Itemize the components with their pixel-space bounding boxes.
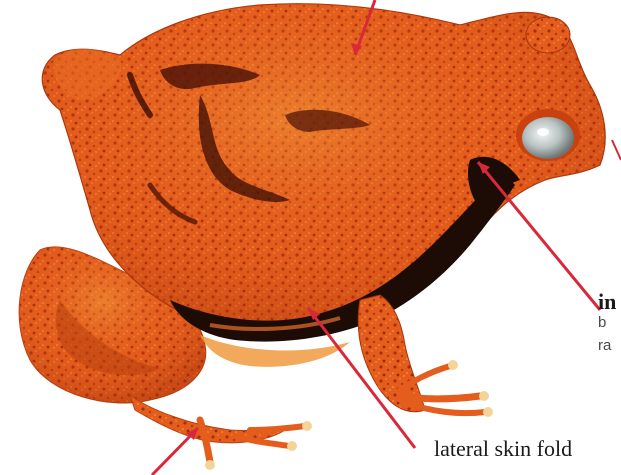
toe-tip (479, 391, 489, 401)
toe-tip (302, 421, 312, 431)
right-edge-label-line2: ra (598, 337, 611, 355)
toe-tip (287, 441, 297, 451)
nostril-bump (526, 17, 570, 53)
right-edge-label-title: in (598, 290, 616, 314)
lateral-skin-fold-label: lateral skin fold (434, 437, 572, 461)
eye-iris (522, 117, 574, 159)
toe-tip (483, 407, 493, 417)
toe-tip (205, 460, 215, 470)
leader-line-right-edge (612, 140, 621, 160)
leader-line-tympanum (478, 162, 600, 310)
right-edge-label-line1: b (598, 314, 606, 332)
toe-tip (448, 360, 458, 370)
